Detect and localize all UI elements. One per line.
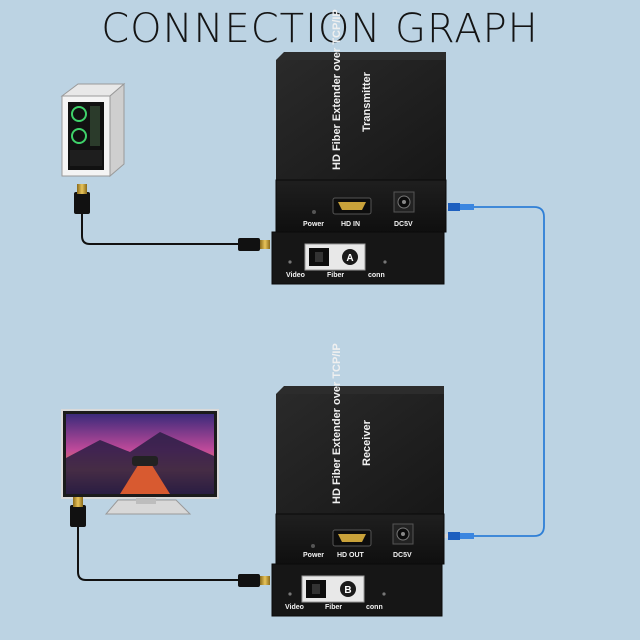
receiver-role: Receiver	[361, 419, 373, 466]
transmitter-dc-label: DC5V	[394, 221, 413, 228]
power-led	[311, 544, 315, 548]
video-led	[288, 260, 292, 264]
receiver-unit: HD Fiber Extender over TCP/IP Receiver P…	[271, 343, 445, 617]
conn-led	[383, 260, 387, 264]
dc-jack[interactable]	[392, 523, 414, 545]
hdmi-in-port[interactable]	[332, 197, 372, 215]
video-led	[288, 592, 292, 596]
receiver-fiber-label: Fiber	[325, 604, 342, 611]
fiber-connector-top	[442, 203, 474, 211]
transmitter-conn-label: conn	[368, 272, 385, 279]
receiver-title: HD Fiber Extender over TCP/IP	[331, 343, 343, 504]
transmitter-power-label: Power	[303, 221, 324, 228]
power-led	[312, 210, 316, 214]
transmitter-video-label: Video	[286, 272, 305, 279]
pc-tower-icon	[60, 82, 126, 178]
receiver-power-label: Power	[303, 552, 324, 559]
receiver-dc-label: DC5V	[393, 552, 412, 559]
fiber-port-a[interactable]: A	[304, 243, 366, 271]
hdmi-cable-top	[74, 184, 270, 251]
receiver-video-label: Video	[285, 604, 304, 611]
page-title: CONNECTION GRAPH	[101, 6, 539, 52]
monitor-icon	[61, 409, 219, 515]
fiber-cable	[442, 203, 545, 540]
transmitter-port-label: HD IN	[341, 221, 360, 228]
badge-a: A	[346, 253, 353, 264]
receiver-conn-label: conn	[366, 604, 383, 611]
hdmi-out-port[interactable]	[332, 529, 372, 547]
transmitter-unit: HD Fiber Extender over TCP/IP Transmitte…	[271, 9, 447, 285]
transmitter-title: HD Fiber Extender over TCP/IP	[331, 9, 343, 170]
fiber-port-b[interactable]: B	[301, 575, 365, 603]
hdmi-cable-bottom	[70, 497, 270, 587]
receiver-port-label: HD OUT	[337, 552, 365, 559]
badge-b: B	[344, 585, 351, 596]
dc-jack[interactable]	[393, 191, 415, 213]
fiber-connector-bottom	[442, 532, 474, 540]
transmitter-role: Transmitter	[361, 71, 373, 132]
conn-led	[382, 592, 386, 596]
transmitter-fiber-label: Fiber	[327, 272, 344, 279]
